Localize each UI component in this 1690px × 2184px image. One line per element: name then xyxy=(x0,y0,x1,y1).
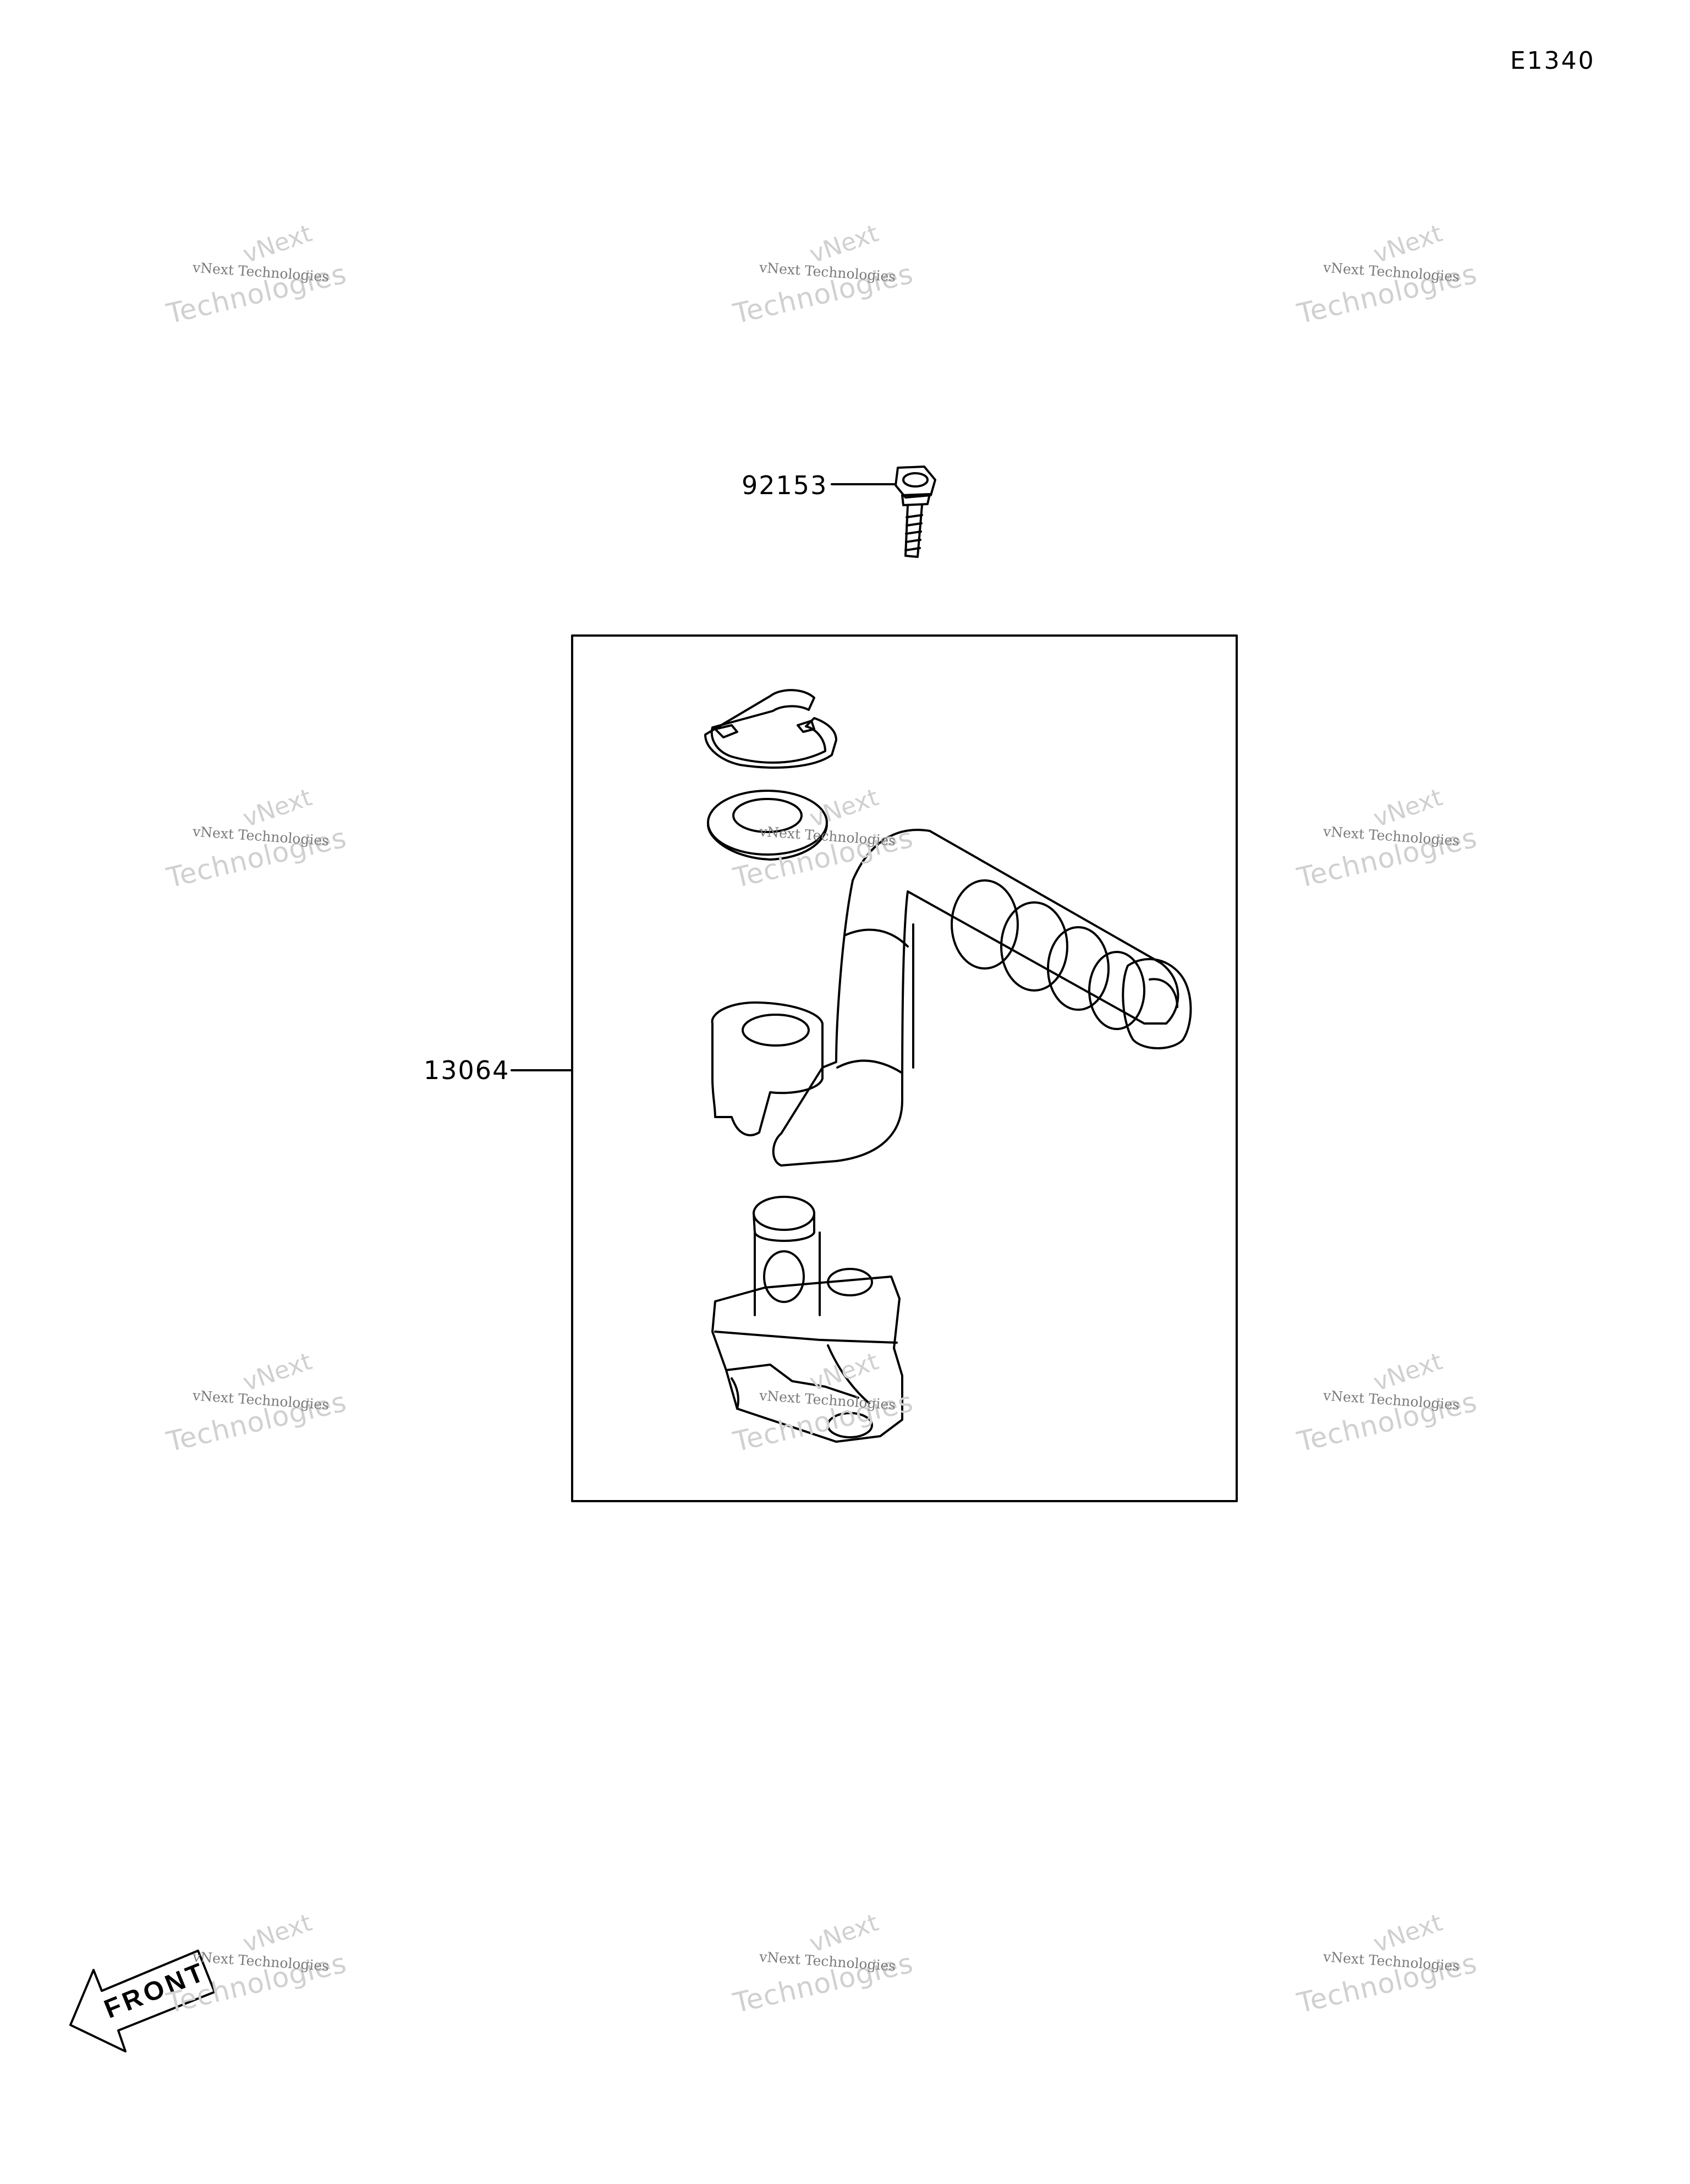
front-arrow-icon xyxy=(69,1950,216,2052)
washer xyxy=(707,790,828,861)
kick-arm xyxy=(711,829,1192,1167)
part-label-92153[interactable]: 92153 xyxy=(742,470,828,500)
shaft-assembly xyxy=(711,1196,903,1443)
kit-13064[interactable] xyxy=(511,634,1238,1502)
page-code: E1340 xyxy=(1510,47,1595,75)
part-label-13064[interactable]: 13064 xyxy=(424,1055,510,1085)
e-clip xyxy=(704,689,837,769)
bolt-92153[interactable] xyxy=(831,466,936,558)
